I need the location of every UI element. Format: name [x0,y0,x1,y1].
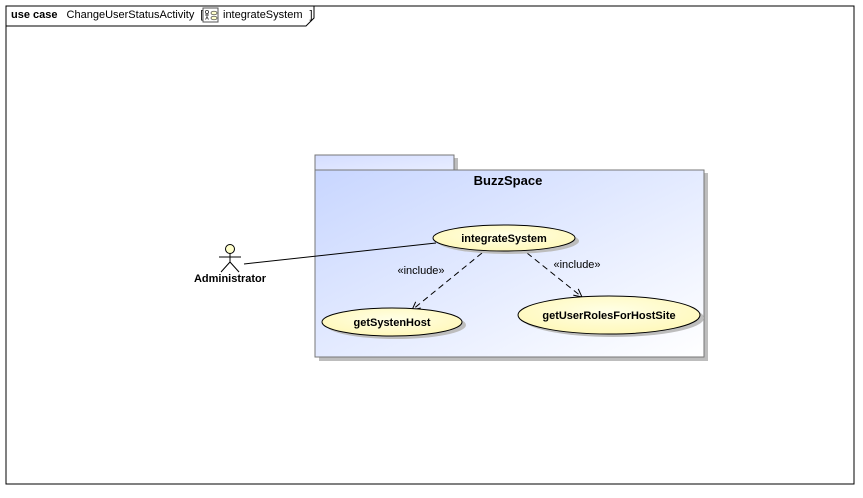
include-relation-getsystenhost[interactable]: «include» [397,252,483,310]
include-stereotype-right: «include» [553,259,600,271]
package-title: BuzzSpace [474,173,543,188]
use-case-label-getuserroles: getUserRolesForHostSite [542,310,675,322]
frame-kind-label: use case [11,9,57,21]
package-tab [314,154,455,171]
use-case-getuserrolesforhostsite[interactable]: getUserRolesForHostSite [517,295,704,337]
use-case-label-integratesystem: integrateSystem [461,233,547,245]
use-case-diagram-icon[interactable] [202,7,219,23]
actor-administrator[interactable]: Administrator [194,244,267,286]
association-administrator-integratesystem[interactable] [243,242,437,265]
include-relation-getuserroles[interactable]: «include» [526,252,601,297]
svg-text:use case ChangeUserStatu: use case ChangeUserStatusActivity [ [11,9,203,21]
frame-open-bracket: [ [200,9,203,21]
use-case-getsystenhost[interactable]: getSystenHost [321,307,466,339]
actor-name-label: Administrator [194,273,267,285]
frame-diagram-ref-label[interactable]: integrateSystem [223,9,302,21]
frame-name-label: ChangeUserStatusActivity [67,9,195,21]
stick-figure-actor-icon [219,244,241,273]
svg-text:integrateSystem ]: integrateSystem ] [223,9,313,21]
use-case-label-getsystenhost: getSystenHost [353,317,430,329]
frame-close-bracket: ] [310,9,313,21]
use-case-integratesystem[interactable]: integrateSystem [432,224,579,254]
include-stereotype-left: «include» [397,265,444,277]
